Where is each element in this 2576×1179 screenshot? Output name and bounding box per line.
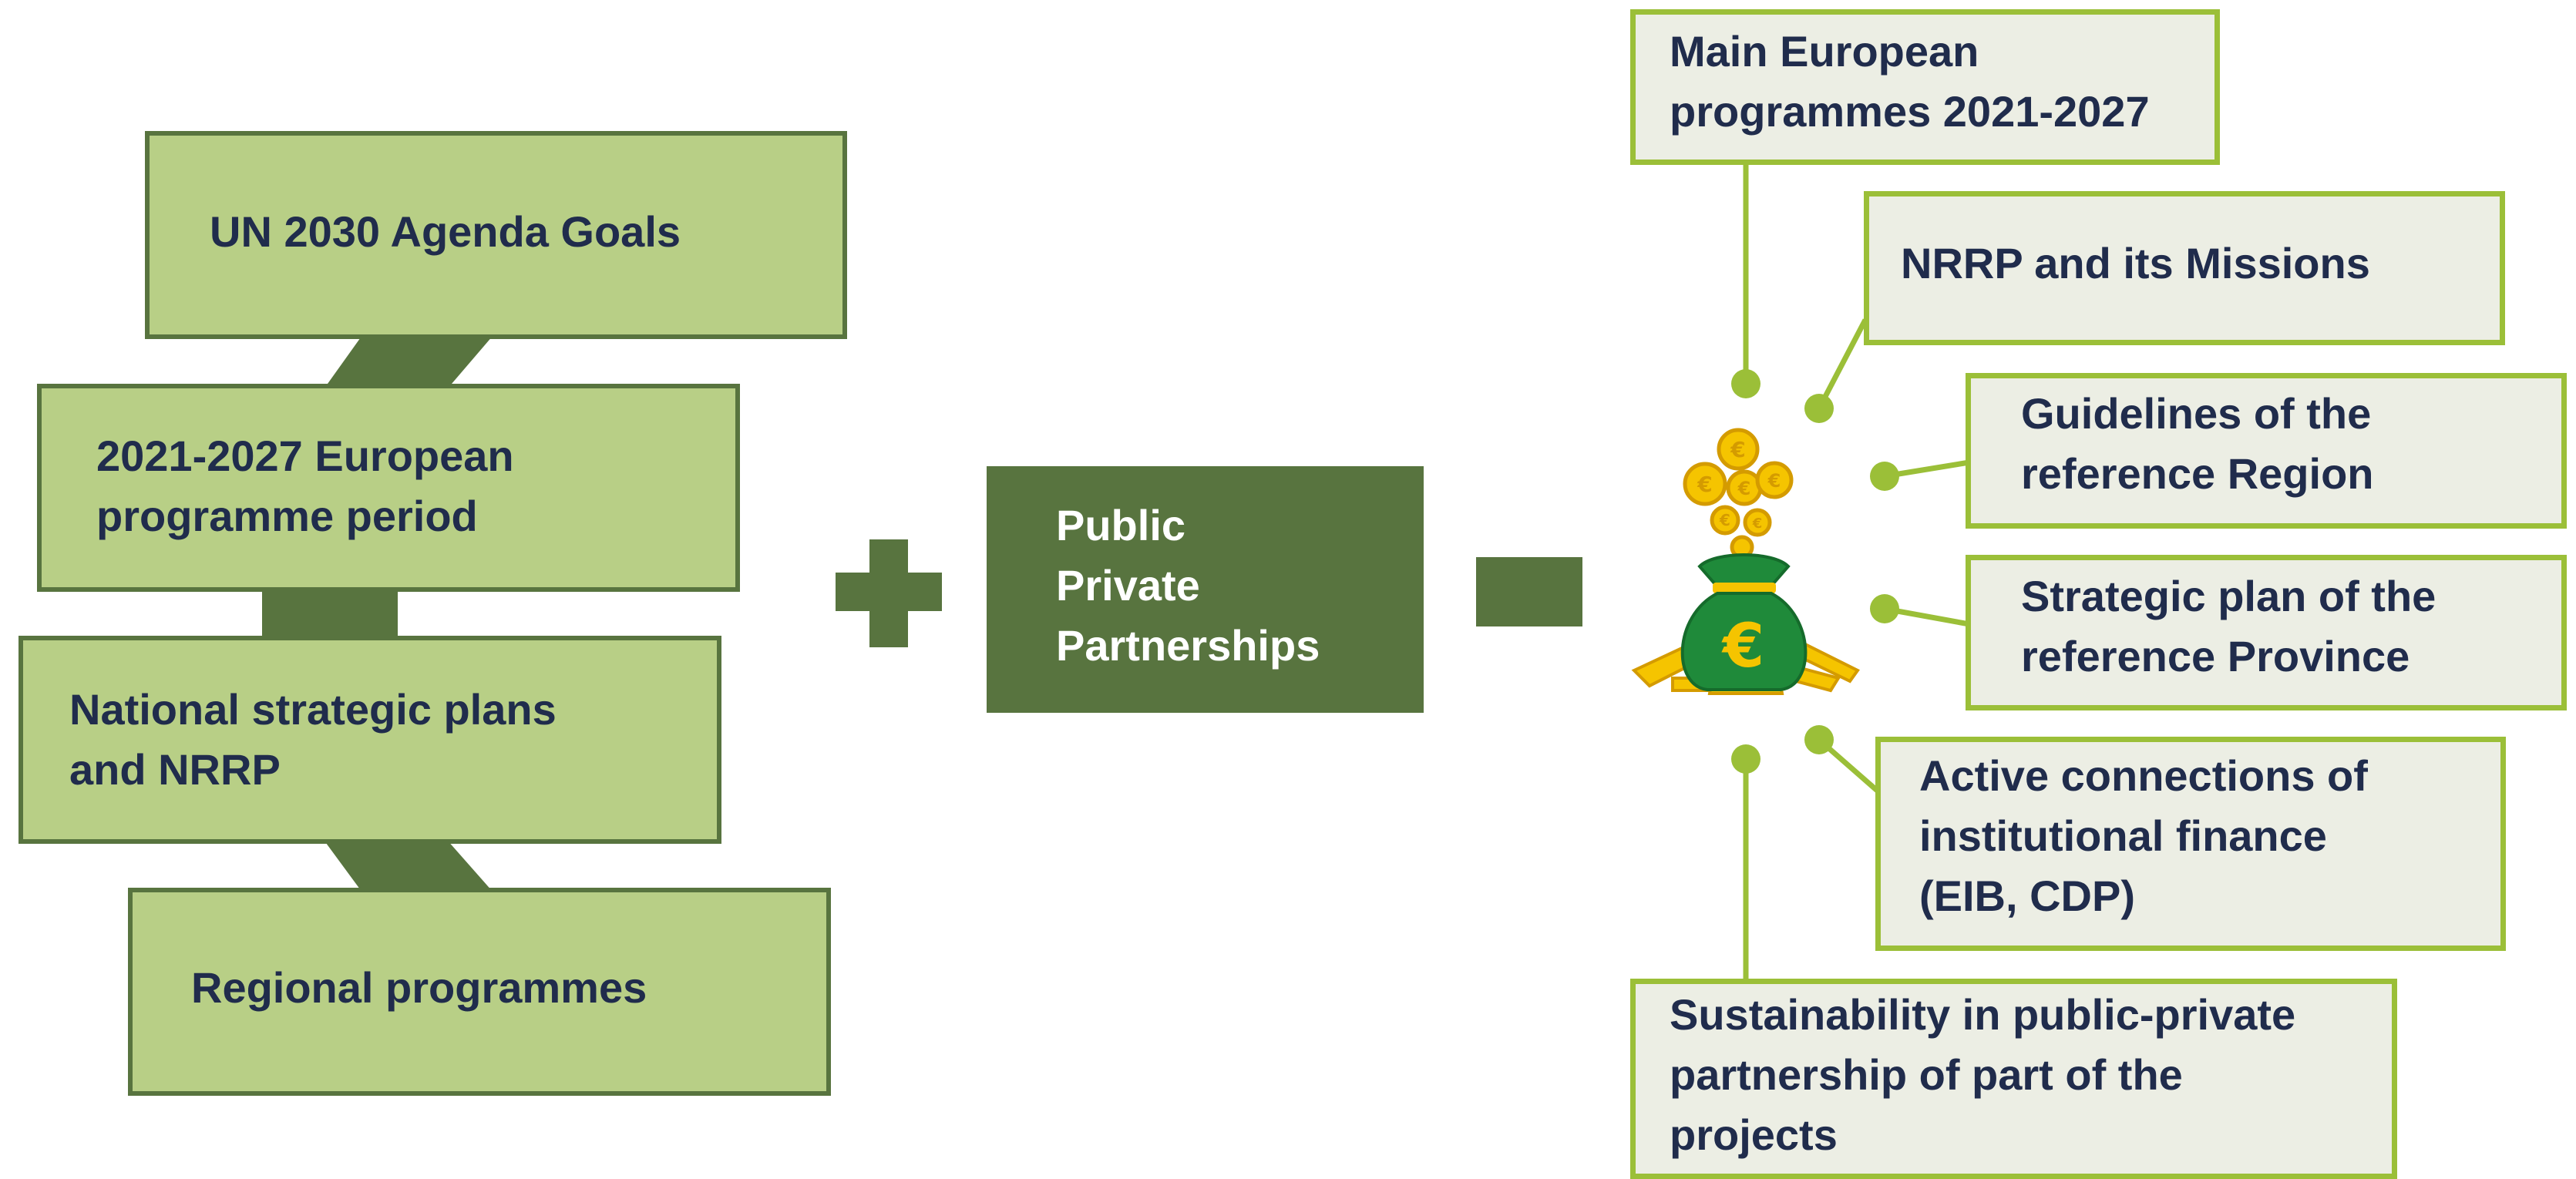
right-box-region-guidelines-label: Guidelines of the reference Region: [2021, 389, 2374, 498]
pin-dots: [1731, 369, 1899, 774]
connector-1: [324, 335, 493, 389]
left-box-un-agenda-label: UN 2030 Agenda Goals: [210, 207, 681, 256]
right-box-province-plan: [1966, 555, 2567, 710]
right-box-sustainability-ppp: [1630, 979, 2397, 1179]
svg-text:€: €: [1697, 472, 1712, 497]
pin-dot-6: [1731, 744, 1760, 774]
right-box-institutional-finance-label: Active connections of institutional fina…: [1919, 751, 2368, 920]
svg-text:€: €: [1730, 437, 1745, 462]
right-box-european-programmes: [1630, 9, 2220, 165]
right-box-nrrp-missions: [1864, 191, 2505, 345]
left-box-national-plans: [18, 636, 721, 844]
equals-icon: [1476, 557, 1582, 626]
left-box-european-period-label: 2021-2027 European programme period: [96, 432, 514, 540]
left-box-national-plans-label: National strategic plans and NRRP: [69, 685, 557, 794]
svg-text:€: €: [1737, 478, 1751, 499]
left-box-un-agenda: [145, 131, 847, 339]
connector-2: [262, 587, 398, 640]
left-box-regional-programmes: [128, 888, 831, 1096]
center-box-ppp: [987, 466, 1424, 713]
pin-dot-4: [1870, 594, 1899, 623]
pin-dot-1: [1731, 369, 1760, 398]
connector-3: [324, 840, 493, 892]
plus-icon: [836, 539, 942, 647]
right-box-province-plan-label: Strategic plan of the reference Province: [2021, 572, 2436, 680]
pin-line-2: [1816, 318, 1868, 410]
left-box-regional-programmes-label: Regional programmes: [191, 963, 647, 1012]
money-bag-euro-icon: € € € € € € €: [1631, 428, 1860, 695]
svg-text:€: €: [1719, 511, 1730, 529]
pin-dot-5: [1804, 725, 1834, 754]
pin-dot-2: [1804, 394, 1834, 423]
right-box-nrrp-missions-label: NRRP and its Missions: [1901, 239, 2370, 287]
svg-text:€: €: [1767, 470, 1781, 492]
pin-dot-3: [1870, 462, 1899, 491]
right-box-sustainability-ppp-label: Sustainability in public-private partner…: [1670, 990, 2296, 1159]
left-box-european-period: [37, 384, 740, 592]
hub-symbol: €: [1721, 612, 1764, 681]
right-box-institutional-finance: [1875, 737, 2506, 951]
right-box-european-programmes-label: Main European programmes 2021-2027: [1670, 27, 2150, 136]
right-box-region-guidelines: [1966, 373, 2567, 529]
center-box-ppp-label: Public Private Partnerships: [1056, 501, 1320, 670]
svg-text:€: €: [1752, 516, 1763, 532]
